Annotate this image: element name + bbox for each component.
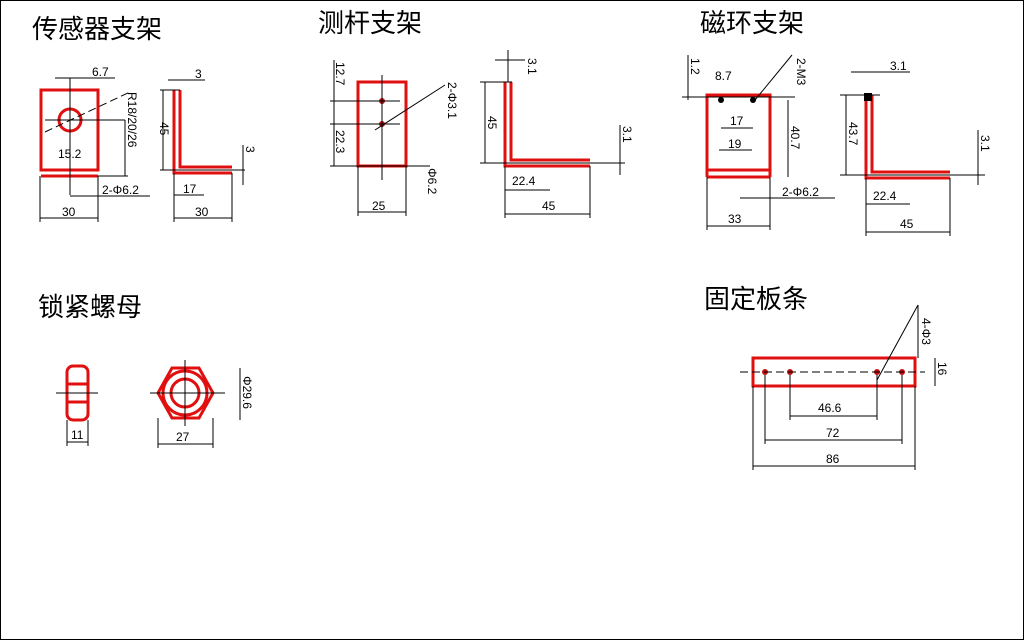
title-lock-nut: 锁紧螺母 xyxy=(38,293,142,323)
dim-text: 45 xyxy=(542,199,556,213)
title-sensor-bracket: 传感器支架 xyxy=(32,15,162,45)
rod-bracket-side: 3.1 45 22.4 45 3.1 xyxy=(480,50,634,218)
dim-text: 2-Φ6.2 xyxy=(102,183,139,197)
dim-text: 1.2 xyxy=(688,58,702,75)
magnet-bracket-side: 3.1 43.7 22.4 45 3.1 xyxy=(840,59,992,236)
dim-text: R18/20/26 xyxy=(125,92,139,148)
dim-text: 3 xyxy=(243,146,257,153)
dim-text: 40.7 xyxy=(788,126,802,150)
dim-text: 43.7 xyxy=(846,122,860,146)
dim-text: 22.4 xyxy=(512,174,536,188)
dim-text: 11 xyxy=(71,428,84,442)
dim-text: 2-Φ6.2 xyxy=(782,185,819,199)
dim-text: 27 xyxy=(176,430,190,444)
dim-text: 22.4 xyxy=(873,189,897,203)
dim-text: 25 xyxy=(372,199,386,213)
dim-text: Φ29.6 xyxy=(240,376,254,409)
dim-text: 45 xyxy=(900,217,914,231)
sensor-bracket-side: 3 45 17 30 3 xyxy=(157,67,257,222)
dim-text: 72 xyxy=(826,426,840,440)
dim-text: 3.1 xyxy=(620,126,634,143)
title-fixing-strip: 固定板条 xyxy=(704,285,808,315)
title-magnet-bracket: 磁环支架 xyxy=(700,9,804,39)
fixing-strip: 4-Φ3 16 46.6 72 86 xyxy=(740,304,949,470)
dim-text: 19 xyxy=(728,137,742,151)
dim-text: 3.1 xyxy=(978,135,992,152)
dim-text: 2-Φ3.1 xyxy=(445,82,459,119)
lock-nut-side: 11 xyxy=(56,364,98,446)
dim-text: 15.2 xyxy=(58,147,82,161)
dim-text: 86 xyxy=(826,452,840,466)
dim-text: Φ6.2 xyxy=(425,168,439,195)
dim-text: 6.7 xyxy=(92,65,109,79)
dim-text: 45 xyxy=(157,122,171,136)
dim-text: 33 xyxy=(728,212,742,226)
dim-text: 22.3 xyxy=(333,130,347,154)
dim-text: 30 xyxy=(62,205,76,219)
dim-text: 3.1 xyxy=(525,58,539,75)
dim-text: 16 xyxy=(935,362,949,376)
dim-text: 3.1 xyxy=(890,59,907,73)
dim-text: 3 xyxy=(195,67,202,81)
dim-text: 4-Φ3 xyxy=(919,318,933,345)
rod-bracket-front: 12.7 22.3 2-Φ3.1 Φ6.2 25 xyxy=(330,60,459,216)
title-rod-bracket: 测杆支架 xyxy=(318,9,422,39)
dim-text: 17 xyxy=(730,114,744,128)
magnet-bracket-front: 1.2 8.7 2-M3 17 19 40.7 2-Φ6.2 33 xyxy=(682,54,835,230)
dim-text: 46.6 xyxy=(818,401,842,415)
sensor-bracket-front: 6.7 15.2 2-Φ6.2 30 R18/20/26 xyxy=(39,65,150,222)
dim-text: 30 xyxy=(195,205,209,219)
dim-text: 17 xyxy=(183,182,197,196)
lock-nut-front: 27 Φ29.6 xyxy=(150,360,254,448)
dim-text: 8.7 xyxy=(715,69,732,83)
dim-text: 2-M3 xyxy=(794,58,808,86)
dim-text: 12.7 xyxy=(333,62,347,86)
dim-text: 45 xyxy=(485,116,499,130)
